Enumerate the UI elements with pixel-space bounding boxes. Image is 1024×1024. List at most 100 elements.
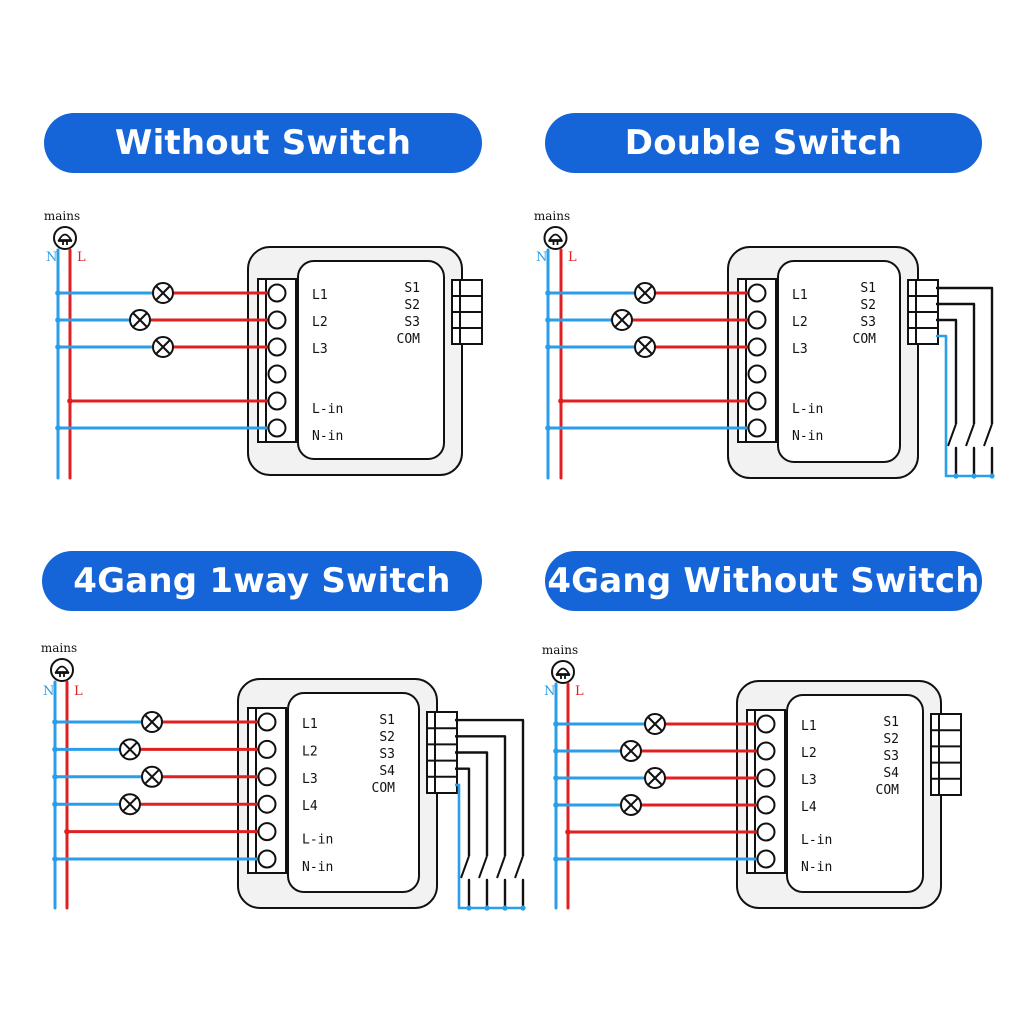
junction-dot: [553, 775, 559, 781]
lamp-icon: [634, 282, 656, 304]
title-double-switch: Double Switch: [545, 113, 982, 173]
switch-wire: [455, 735, 507, 856]
switch-input-label: S2: [860, 298, 876, 313]
switch-icon: [514, 855, 524, 879]
output-label: L1: [312, 288, 328, 303]
switch-icon: [496, 855, 506, 879]
module-label-panel: [297, 260, 445, 460]
com-label: COM: [397, 332, 421, 347]
junction-dot: [52, 801, 58, 807]
screw-terminal: [257, 849, 277, 869]
junction-dot: [55, 290, 61, 296]
junction-dot: [52, 856, 58, 862]
junction-dot: [64, 828, 70, 835]
screw-terminal: [267, 391, 287, 411]
junction-dot: [67, 398, 73, 404]
junction-dot: [545, 317, 551, 323]
l-in-label: L-in: [312, 402, 343, 417]
live-label: L: [74, 684, 83, 699]
com-wire: [936, 334, 992, 478]
neutral-label: N: [43, 684, 54, 699]
switch-wire: [455, 767, 471, 856]
switch-connector: [426, 711, 458, 794]
output-label: L2: [312, 315, 328, 330]
mains-label: mains: [534, 209, 570, 223]
output-label: L1: [792, 288, 808, 303]
lamp-icon: [611, 309, 633, 331]
switch-wire: [455, 751, 489, 856]
title-without-switch: Without Switch: [44, 113, 482, 173]
screw-terminal: [267, 364, 287, 384]
junction-dot: [545, 425, 551, 431]
switch-input-label: S3: [883, 749, 899, 764]
mains-plug-icon: [543, 226, 568, 250]
terminal-block: [257, 278, 297, 443]
l-in-label: L-in: [302, 833, 333, 848]
output-label: L2: [801, 746, 817, 761]
mains-plug-icon: [50, 658, 74, 682]
junction-dot: [565, 829, 571, 835]
n-in-label: N-in: [792, 429, 823, 444]
lamp-icon: [152, 282, 174, 304]
neutral-label: N: [536, 250, 547, 265]
mains-label: mains: [41, 641, 77, 655]
lamp-icon: [644, 767, 666, 789]
com-label: COM: [372, 781, 396, 796]
screw-terminal: [257, 712, 277, 732]
n-in-label: N-in: [302, 860, 333, 875]
screw-terminal: [267, 283, 287, 303]
terminal-block: [247, 707, 287, 874]
switch-input-label: S4: [379, 764, 395, 779]
screw-terminal: [257, 767, 277, 787]
junction-dot: [553, 802, 559, 808]
switch-wire: [936, 318, 958, 424]
mains-plug-icon: [53, 226, 77, 250]
output-label: L1: [302, 717, 318, 732]
live-label: L: [77, 250, 86, 265]
switch-input-label: S2: [883, 732, 899, 747]
switch-input-label: S1: [379, 713, 395, 728]
screw-terminal: [756, 795, 776, 815]
live-label: L: [575, 684, 584, 699]
switch-wire: [455, 718, 525, 856]
screw-terminal: [257, 739, 277, 759]
lamp-icon: [620, 740, 642, 762]
junction-dot: [558, 398, 564, 404]
junction-dot: [52, 746, 58, 753]
output-label: L3: [792, 342, 808, 357]
switch-icon: [460, 855, 470, 879]
junction-dot: [52, 774, 58, 780]
screw-terminal: [267, 418, 287, 438]
junction-dot: [545, 344, 551, 350]
switch-icon: [947, 423, 957, 447]
screw-terminal: [257, 822, 277, 842]
output-label: L2: [792, 315, 808, 330]
lamp-icon: [620, 794, 642, 816]
screw-terminal: [756, 849, 776, 869]
l-in-label: L-in: [792, 402, 823, 417]
output-label: L3: [312, 342, 328, 357]
switch-input-label: S1: [860, 281, 876, 296]
screw-terminal: [747, 391, 767, 411]
switch-connector: [907, 279, 939, 345]
live-label: L: [568, 250, 577, 265]
switch-wire: [936, 302, 976, 424]
module-label-panel: [287, 692, 420, 893]
switch-input-label: S3: [860, 315, 876, 330]
screw-terminal: [747, 337, 767, 357]
junction-dot: [52, 719, 58, 725]
output-label: L1: [801, 719, 817, 734]
switch-icon: [983, 423, 993, 447]
screw-terminal: [257, 794, 277, 814]
junction-dot: [55, 344, 61, 350]
switch-input-label: S4: [883, 766, 899, 781]
module-label-panel: [786, 694, 924, 893]
lamp-icon: [119, 793, 141, 816]
screw-terminal: [747, 418, 767, 438]
junction-dot: [553, 856, 559, 862]
junction-dot: [55, 317, 61, 323]
lamp-icon: [644, 713, 666, 735]
